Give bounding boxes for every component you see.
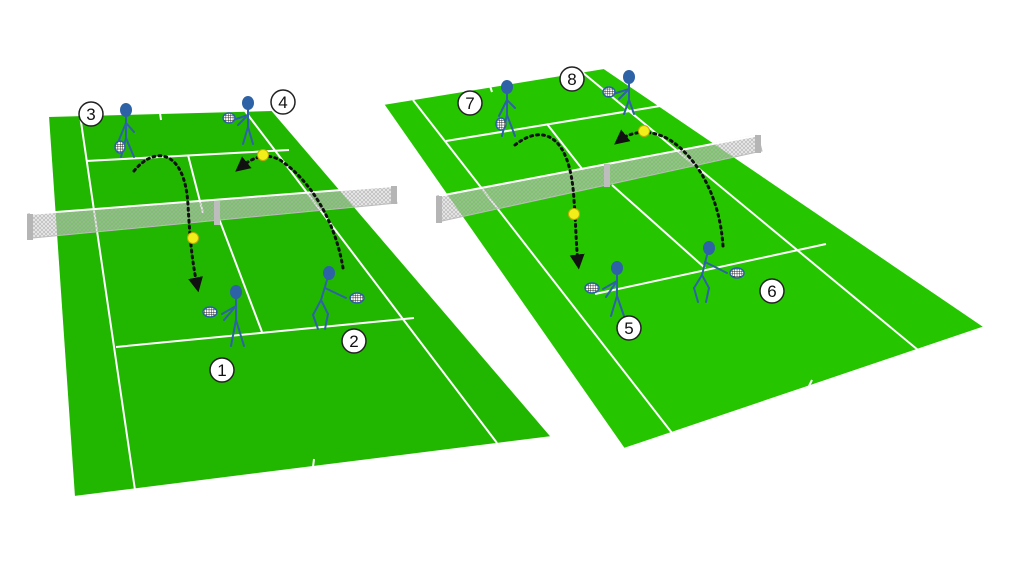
racket-icon <box>495 117 507 131</box>
balls <box>187 125 650 244</box>
court-lines <box>47 109 553 498</box>
player-labels: 1 2 3 4 5 6 7 8 <box>78 66 785 383</box>
player-number: 1 <box>217 361 226 380</box>
player-number: 5 <box>624 319 633 338</box>
racket-icon <box>349 292 365 304</box>
player-label-3: 3 <box>78 101 104 127</box>
trajectory-7-to-5 <box>513 133 585 270</box>
trajectory-3-to-1 <box>132 154 203 293</box>
racket-icon <box>114 140 126 154</box>
player-7-figure <box>495 80 516 137</box>
racket-icon <box>222 112 236 124</box>
net-post <box>214 201 220 225</box>
court-lines <box>382 67 986 450</box>
player-label-1: 1 <box>209 357 235 383</box>
player-head <box>242 96 254 110</box>
net-post <box>755 135 761 153</box>
player-1-figure <box>202 285 245 347</box>
tennis-net <box>436 134 763 223</box>
player-4-figure <box>222 96 254 145</box>
player-label-4: 4 <box>270 89 296 115</box>
player-head <box>623 70 635 84</box>
net-post <box>27 214 33 240</box>
tennis-ball <box>187 232 199 244</box>
racket-icon <box>729 267 745 279</box>
racket-icon <box>584 282 600 294</box>
player-head <box>611 261 623 275</box>
player-3-figure <box>114 103 135 158</box>
player-number: 6 <box>767 282 776 301</box>
player-head <box>703 241 715 255</box>
tennis-ball <box>257 149 269 161</box>
tennis-ball <box>568 208 580 220</box>
ball-trajectories <box>132 129 725 293</box>
player-number: 8 <box>567 70 576 89</box>
trajectory-6-to-8 <box>614 129 725 248</box>
net-post <box>436 196 442 223</box>
player-head <box>120 103 132 117</box>
player-label-5: 5 <box>616 315 642 341</box>
player-number: 7 <box>465 94 474 113</box>
tennis-net <box>27 185 398 240</box>
player-label-2: 2 <box>341 328 367 354</box>
tennis-ball <box>638 125 650 137</box>
court-surface <box>383 68 985 449</box>
racket-icon <box>602 86 616 98</box>
player-number: 4 <box>278 93 287 112</box>
player-2-figure <box>312 266 365 330</box>
player-8-figure <box>602 70 635 115</box>
players <box>114 70 745 347</box>
player-head <box>323 266 335 280</box>
player-number: 2 <box>349 332 358 351</box>
right-court <box>382 67 986 450</box>
player-label-7: 7 <box>457 90 483 116</box>
player-6-figure <box>693 241 745 303</box>
player-label-8: 8 <box>559 66 585 92</box>
player-head <box>501 80 513 94</box>
player-head <box>230 285 242 299</box>
net-post <box>391 186 397 204</box>
player-5-figure <box>584 261 625 317</box>
player-number: 3 <box>86 105 95 124</box>
left-court <box>27 109 553 498</box>
player-label-6: 6 <box>759 278 785 304</box>
net-post <box>604 164 610 187</box>
racket-icon <box>202 306 218 318</box>
trajectory-2-to-4 <box>235 154 345 270</box>
